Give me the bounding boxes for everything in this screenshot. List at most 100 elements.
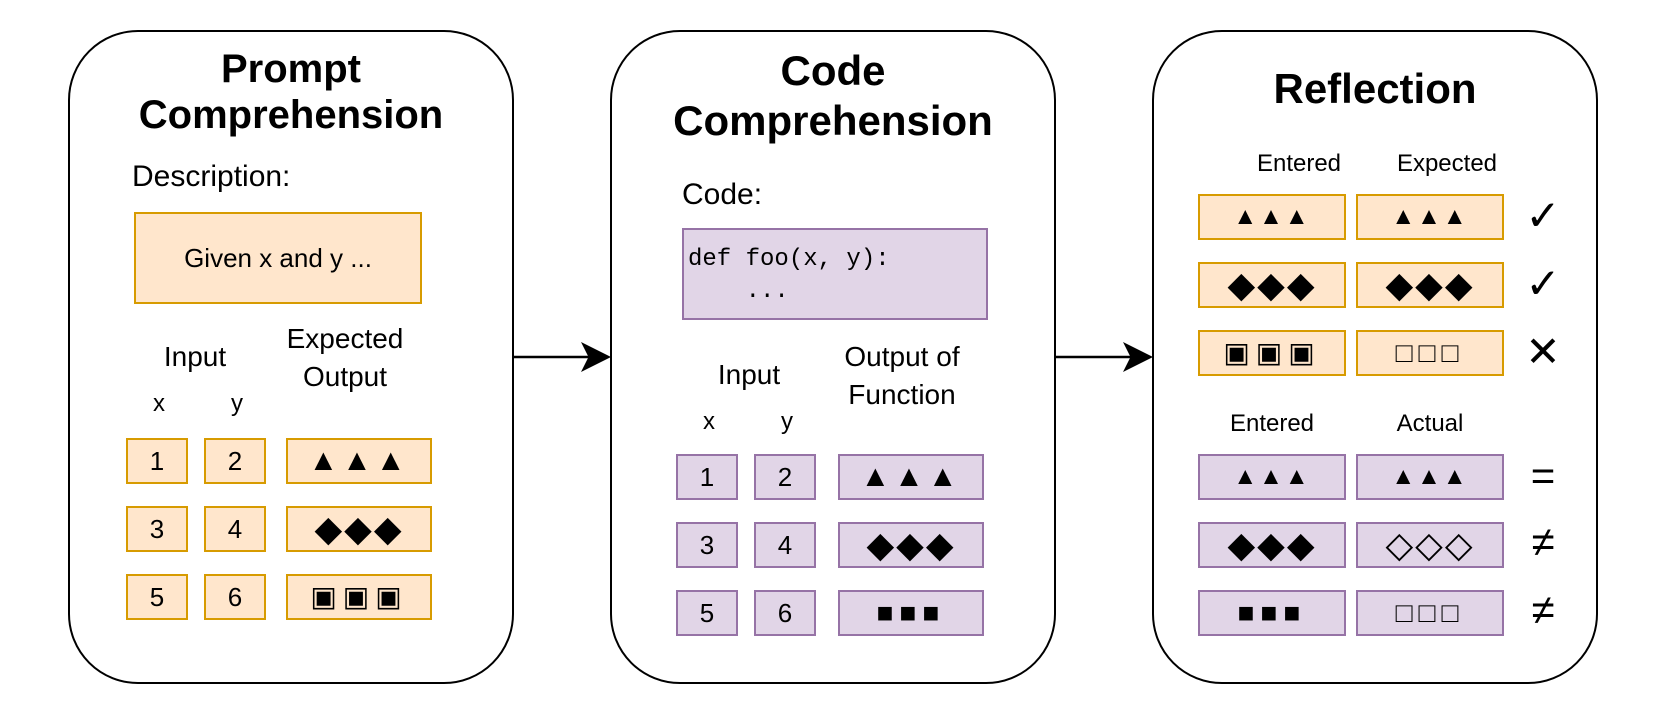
code-line-2: ... xyxy=(688,278,789,305)
expected-output-header: Expected Output xyxy=(280,320,410,396)
cell-value: 5 xyxy=(149,581,165,612)
expected-output-cell: ▲▲▲ xyxy=(286,438,432,484)
entered-cell: ■■■ xyxy=(1198,590,1346,636)
squared-square-symbols: ▣▣▣ xyxy=(1223,337,1321,368)
input-y-cell: 4 xyxy=(204,506,266,552)
function-output-cell: ▲▲▲ xyxy=(838,454,984,500)
entered-cell: ▲▲▲ xyxy=(1198,454,1346,500)
header-line-1: Expected xyxy=(286,323,404,354)
check-mark-icon: ✓ xyxy=(1525,260,1561,307)
diamond-symbols: ◆◆◆ xyxy=(1385,264,1475,305)
expected-output-cell: ▣▣▣ xyxy=(286,574,432,620)
expected-header: Expected xyxy=(1396,150,1498,177)
entered-cell: ◆◆◆ xyxy=(1198,522,1346,568)
code-panel-title: Code Comprehension xyxy=(612,46,1054,146)
square-symbols: ■■■ xyxy=(1237,597,1307,628)
entered-cell: ◆◆◆ xyxy=(1198,262,1346,308)
input-y-cell: 4 xyxy=(754,522,816,568)
title-line-1: Code xyxy=(780,47,886,94)
prompt-panel-title: Prompt Comprehension xyxy=(70,46,512,138)
code-line-1: def foo(x, y): xyxy=(688,246,890,273)
triangle-symbols: ▲▲▲ xyxy=(308,444,410,477)
header-line-2: Function xyxy=(848,379,956,410)
function-output-cell: ■■■ xyxy=(838,590,984,636)
function-output-cell: ◆◆◆ xyxy=(838,522,984,568)
title-line-2: Comprehension xyxy=(138,93,444,137)
squared-square-symbols: ▣▣▣ xyxy=(310,581,408,612)
input-y-cell: 2 xyxy=(754,454,816,500)
not-equal-icon: ≠ xyxy=(1531,586,1555,633)
expected-output-cell: ◆◆◆ xyxy=(286,506,432,552)
reflection-panel: Reflection Entered Expected ▲▲▲ ▲▲▲ ✓ ◆◆… xyxy=(1152,30,1598,684)
diamond-symbols: ◆◆◆ xyxy=(314,508,404,549)
code-comprehension-panel: Code Comprehension Code: def foo(x, y): … xyxy=(610,30,1056,684)
input-x-cell: 1 xyxy=(126,438,188,484)
diamond-symbols: ◆◆◆ xyxy=(1227,264,1317,305)
white-square-symbols: □□□ xyxy=(1395,337,1465,368)
equals-icon: = xyxy=(1530,452,1556,499)
white-diamond-symbols: ◇◇◇ xyxy=(1385,524,1475,565)
triangle-symbols: ▲▲▲ xyxy=(1233,203,1311,230)
cell-value: 3 xyxy=(699,529,715,560)
input-y-cell: 6 xyxy=(204,574,266,620)
input-header: Input xyxy=(717,359,781,390)
cell-value: 1 xyxy=(149,445,165,476)
input-y-cell: 2 xyxy=(204,438,266,484)
cell-value: 1 xyxy=(699,461,715,492)
actual-cell: ▲▲▲ xyxy=(1356,454,1504,500)
input-header: Input xyxy=(163,341,227,372)
cell-value: 6 xyxy=(227,581,243,612)
title-line-1: Prompt xyxy=(221,47,361,91)
white-square-symbols: □□□ xyxy=(1395,597,1465,628)
prompt-comprehension-panel: Prompt Comprehension Description: Given … xyxy=(68,30,514,684)
cell-value: 5 xyxy=(699,597,715,628)
code-label: Code: xyxy=(682,178,763,211)
not-equal-icon: ≠ xyxy=(1531,518,1555,565)
entered-header: Entered xyxy=(1256,150,1342,177)
header-line-1: Output of xyxy=(844,341,960,372)
entered-cell: ▣▣▣ xyxy=(1198,330,1346,376)
check-mark-icon: ✓ xyxy=(1525,192,1561,239)
cell-value: 2 xyxy=(777,461,793,492)
diamond-symbols: ◆◆◆ xyxy=(866,524,956,565)
expected-cell: ◆◆◆ xyxy=(1356,262,1504,308)
cell-value: 2 xyxy=(227,445,243,476)
function-output-header: Output of Function xyxy=(822,338,982,414)
description-label: Description: xyxy=(132,160,291,193)
header-line-2: Output xyxy=(302,361,388,392)
reflection-panel-title: Reflection xyxy=(1273,65,1477,112)
cell-value: 4 xyxy=(777,529,793,560)
expected-cell: □□□ xyxy=(1356,330,1504,376)
y-label: y xyxy=(231,390,243,417)
cell-value: 6 xyxy=(777,597,793,628)
actual-header: Actual xyxy=(1396,410,1464,437)
entered-header: Entered xyxy=(1229,410,1315,437)
cross-mark-icon: ✕ xyxy=(1525,328,1561,375)
description-text: Given x and y ... xyxy=(184,242,372,273)
triangle-symbols: ▲▲▲ xyxy=(1391,463,1469,490)
input-y-cell: 6 xyxy=(754,590,816,636)
actual-cell: □□□ xyxy=(1356,590,1504,636)
expected-cell: ▲▲▲ xyxy=(1356,194,1504,240)
entered-cell: ▲▲▲ xyxy=(1198,194,1346,240)
triangle-symbols: ▲▲▲ xyxy=(860,460,962,493)
input-x-cell: 3 xyxy=(126,506,188,552)
actual-cell: ◇◇◇ xyxy=(1356,522,1504,568)
x-label: x xyxy=(703,408,715,435)
diamond-symbols: ◆◆◆ xyxy=(1227,524,1317,565)
code-box: def foo(x, y): ... xyxy=(682,228,988,320)
x-label: x xyxy=(153,390,165,417)
y-label: y xyxy=(781,408,793,435)
square-symbols: ■■■ xyxy=(876,597,946,628)
title-line-2: Comprehension xyxy=(673,97,993,144)
description-box: Given x and y ... xyxy=(134,212,422,304)
cell-value: 3 xyxy=(149,513,165,544)
triangle-symbols: ▲▲▲ xyxy=(1391,203,1469,230)
input-x-cell: 1 xyxy=(676,454,738,500)
input-x-cell: 5 xyxy=(676,590,738,636)
input-x-cell: 3 xyxy=(676,522,738,568)
triangle-symbols: ▲▲▲ xyxy=(1233,463,1311,490)
input-x-cell: 5 xyxy=(126,574,188,620)
cell-value: 4 xyxy=(227,513,243,544)
